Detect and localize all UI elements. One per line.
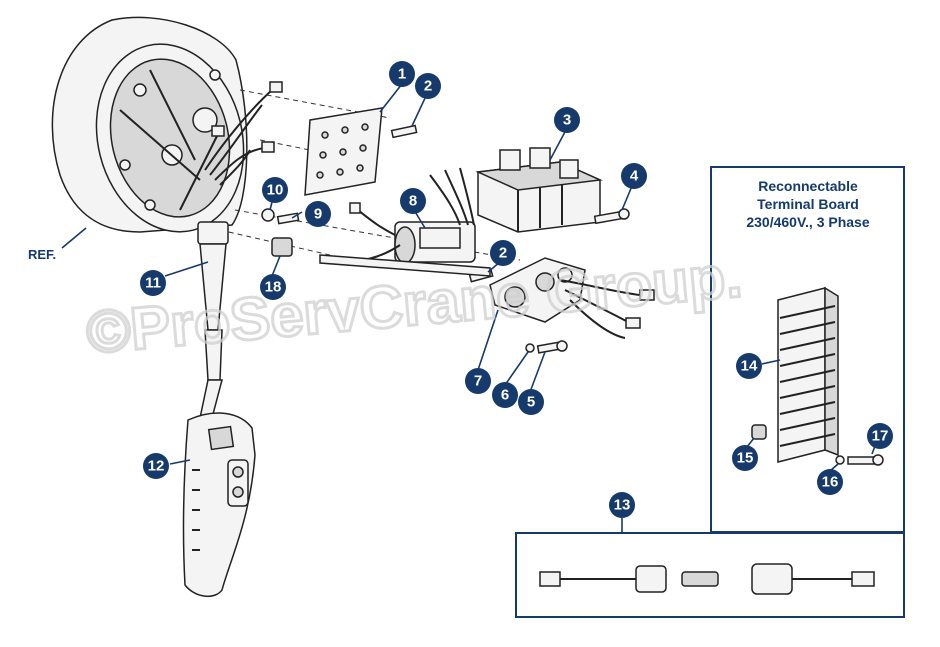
callout-17: 17 — [867, 423, 893, 449]
callout-11: 11 — [140, 270, 166, 296]
svg-text:4: 4 — [630, 168, 639, 185]
terminal-box-title-line2: Terminal Board — [757, 196, 859, 212]
mounting-plate — [304, 107, 383, 196]
callout-2b: 2 — [490, 240, 516, 266]
spacer — [751, 424, 767, 440]
callout-16: 16 — [817, 469, 843, 495]
svg-text:5: 5 — [527, 394, 535, 411]
callout-13: 13 — [609, 492, 635, 518]
screw — [847, 456, 875, 465]
svg-text:18: 18 — [265, 279, 282, 296]
svg-text:12: 12 — [148, 458, 165, 475]
svg-text:8: 8 — [409, 193, 417, 210]
lead-terminal — [211, 125, 225, 137]
callout-18: 18 — [260, 274, 286, 300]
callout-7: 7 — [465, 368, 491, 394]
small-hardware — [261, 208, 300, 257]
pendant-cord — [197, 221, 229, 419]
svg-text:2: 2 — [424, 78, 432, 95]
motor-leads — [204, 81, 283, 186]
svg-text:11: 11 — [145, 275, 161, 292]
svg-text:15: 15 — [737, 450, 754, 467]
terminal-board-box: Reconnectable Terminal Board 230/460V., … — [710, 166, 905, 533]
limit-switch — [489, 257, 655, 339]
bushing — [271, 237, 293, 257]
cable-assembly — [539, 563, 875, 595]
ref-label: REF. — [28, 247, 56, 262]
svg-text:14: 14 — [741, 358, 758, 375]
terminal-board — [777, 286, 839, 463]
svg-text:2: 2 — [499, 245, 507, 262]
lead-terminal — [639, 289, 655, 301]
lead-terminal — [261, 141, 275, 153]
leader-lines — [61, 83, 879, 472]
contactor — [475, 147, 603, 233]
callout-15: 15 — [732, 445, 758, 471]
callout-2: 2 — [415, 73, 441, 99]
callout-14: 14 — [736, 353, 762, 379]
callout-8: 8 — [400, 188, 426, 214]
callout-3: 3 — [554, 107, 580, 133]
svg-text:10: 10 — [267, 182, 284, 199]
svg-text:1: 1 — [398, 66, 406, 83]
svg-text:7: 7 — [474, 373, 482, 390]
rectifier-coil — [349, 202, 476, 264]
svg-text:17: 17 — [872, 428, 889, 445]
shaft-rod — [319, 254, 491, 277]
svg-text:16: 16 — [822, 474, 839, 491]
callout-9: 9 — [305, 201, 331, 227]
svg-text:3: 3 — [563, 112, 571, 129]
callout-4: 4 — [621, 163, 647, 189]
lead-terminal — [625, 317, 641, 329]
terminal-box-title-line1: Reconnectable — [758, 178, 858, 194]
terminal-box-title-line3: 230/460V., 3 Phase — [746, 214, 869, 230]
screw — [390, 124, 418, 139]
screw — [593, 208, 630, 225]
lead-terminal — [269, 81, 283, 93]
svg-text:9: 9 — [314, 206, 322, 223]
pendant-station — [182, 412, 256, 597]
motor-end-housing — [51, 16, 248, 233]
callout-6: 6 — [492, 382, 518, 408]
contactor-leads — [429, 167, 475, 226]
washer — [835, 455, 845, 465]
callout-5: 5 — [518, 389, 544, 415]
svg-text:13: 13 — [614, 497, 631, 514]
svg-text:6: 6 — [501, 387, 509, 404]
screw-and-washer — [525, 340, 568, 354]
cable-assembly-box — [515, 518, 905, 618]
callout-10: 10 — [262, 177, 288, 203]
callout-12: 12 — [143, 453, 169, 479]
callout-1: 1 — [389, 61, 415, 87]
